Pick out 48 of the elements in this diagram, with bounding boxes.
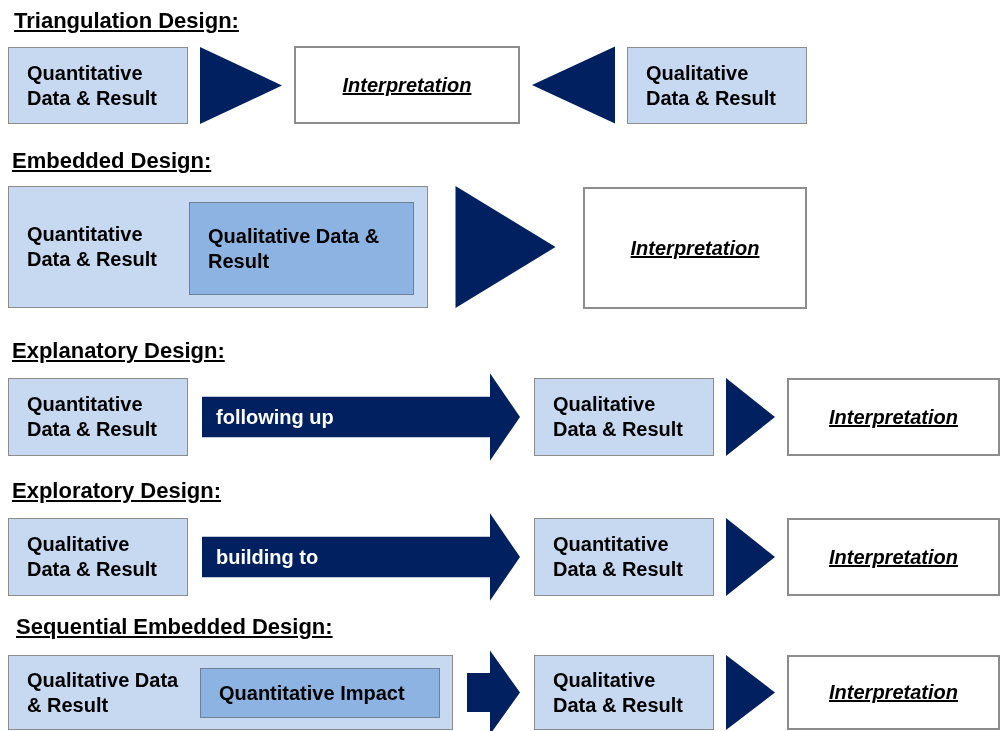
section-heading: Triangulation Design:	[14, 8, 239, 34]
block-arrow	[202, 513, 520, 601]
interpretation-box	[294, 46, 520, 124]
box-text: Qualitative Data & Result	[27, 667, 180, 718]
data-box	[8, 378, 188, 456]
data-box	[189, 202, 414, 295]
block-arrow	[467, 650, 520, 731]
data-box	[8, 655, 453, 730]
section-heading: Exploratory Design:	[12, 478, 222, 504]
box-text: Quantitative Data & Result	[27, 222, 159, 272]
box-text: Qualitative Data & Result	[208, 223, 381, 274]
data-box	[534, 378, 714, 456]
data-box	[8, 47, 188, 124]
triangle-arrow	[532, 46, 615, 124]
edge-label: building to	[216, 545, 319, 569]
box-text: Quantitative Data & Result	[553, 532, 685, 582]
data-box	[534, 518, 714, 596]
box-text: Interpretation	[829, 544, 958, 570]
triangle-arrow	[726, 378, 775, 456]
box-text: Interpretation	[829, 680, 958, 705]
box-text: Qualitative Data & Result	[646, 60, 778, 111]
triangle-arrow	[726, 655, 775, 730]
data-box	[627, 47, 807, 124]
block-arrow	[202, 373, 520, 461]
interpretation-box	[787, 378, 1000, 456]
data-box	[534, 655, 714, 730]
section-heading: Sequential Embedded Design:	[16, 614, 333, 640]
box-text: Quantitative Data & Result	[27, 60, 159, 111]
box-text: Quantitative Data & Result	[27, 392, 159, 442]
box-text: Qualitative Data & Result	[27, 532, 159, 582]
data-box	[8, 186, 428, 308]
data-box	[8, 518, 188, 596]
triangle-arrow	[200, 47, 282, 124]
interpretation-box	[787, 518, 1000, 596]
triangle-arrow	[726, 518, 775, 596]
box-text: Interpretation	[342, 72, 472, 98]
section-heading: Explanatory Design:	[12, 338, 225, 364]
box-text: Qualitative Data & Result	[553, 667, 685, 718]
section-heading: Embedded Design:	[12, 148, 212, 174]
box-text: Interpretation	[630, 235, 760, 261]
triangle-arrow	[455, 186, 556, 308]
interpretation-box	[583, 187, 807, 309]
box-text: Quantitative Impact	[219, 680, 405, 706]
data-box	[200, 668, 440, 718]
edge-label: following up	[216, 405, 334, 429]
box-text: Qualitative Data & Result	[553, 392, 685, 442]
box-text: Interpretation	[829, 404, 958, 430]
interpretation-box	[787, 655, 1000, 730]
